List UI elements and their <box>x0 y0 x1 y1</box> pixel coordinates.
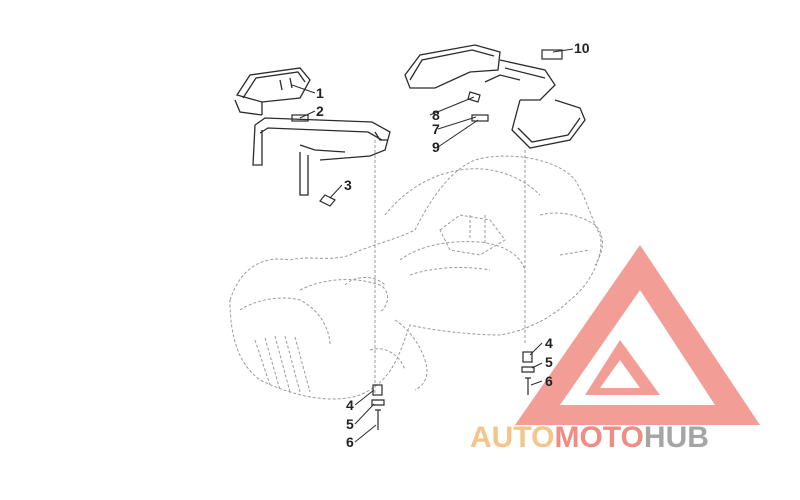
callout-8: 8 <box>432 107 440 123</box>
callout-3: 3 <box>344 177 352 193</box>
atv-body-outline <box>229 140 603 400</box>
callout-4-left: 4 <box>346 397 354 413</box>
callout-5-left: 5 <box>346 416 354 432</box>
watermark-moto: MOTO <box>554 421 643 454</box>
watermark-logo <box>515 245 760 425</box>
callout-9: 9 <box>432 139 440 155</box>
callout-1: 1 <box>316 85 324 101</box>
callout-10: 10 <box>574 40 590 56</box>
hardware-parts <box>291 49 563 430</box>
watermark-auto: AUTO <box>470 421 554 454</box>
rear-rack <box>404 44 586 149</box>
callout-5-right: 5 <box>545 354 553 370</box>
callout-4-right: 4 <box>545 335 553 351</box>
callout-6-left: 6 <box>346 434 354 450</box>
watermark-hub: HUB <box>644 421 709 454</box>
watermark-text: AUTOMOTOHUB <box>470 421 709 454</box>
front-rack <box>234 67 391 196</box>
leader-lines <box>291 48 574 443</box>
callout-7: 7 <box>432 121 440 137</box>
callout-6-right: 6 <box>545 373 553 389</box>
callout-2: 2 <box>316 103 324 119</box>
